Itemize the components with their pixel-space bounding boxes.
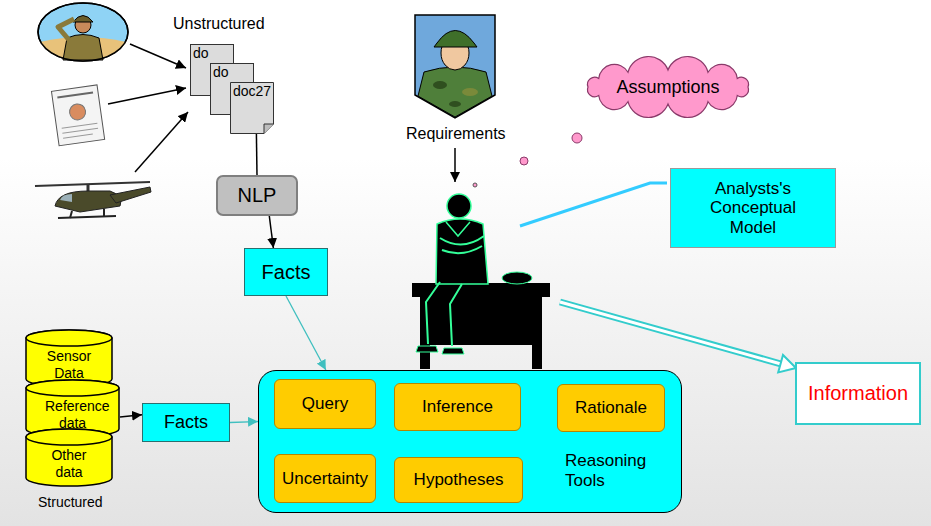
cylinder-body: [26, 429, 112, 486]
group-label: Structured: [38, 494, 103, 510]
helicopter-rotor: [35, 182, 150, 186]
newspaper-line: [62, 123, 98, 128]
node-text: Facts: [245, 261, 327, 284]
facts-box: Facts: [142, 403, 230, 442]
newspaper-line: [62, 128, 98, 133]
model-box: Analysts's Conceptual Model: [670, 168, 836, 248]
facts-box: Facts: [244, 248, 328, 296]
database-cylinder: Sensor Data: [25, 330, 113, 387]
analyst-collar: [446, 222, 470, 236]
thought-bubble: [473, 183, 477, 187]
helicopter-skid: [58, 216, 116, 218]
soldier-helmet: [73, 16, 93, 23]
soldier-sky: [38, 3, 128, 61]
hat: [502, 272, 532, 284]
tool-box: Hypotheses: [394, 457, 523, 503]
analyst-head: [447, 194, 471, 218]
cylinder-top: [26, 380, 119, 396]
helicopter-tail: [110, 187, 151, 203]
tool-panel: Reasoning Tools Query Inference RationaleUn…: [258, 370, 682, 513]
cylinder-body: [26, 330, 112, 387]
output-box: Information: [795, 362, 921, 425]
page-sheet: [231, 83, 274, 134]
leader-line: [520, 183, 667, 226]
node-text: Reasoning Tools: [565, 451, 665, 490]
analyst-leg: [450, 284, 462, 346]
commander-camo: [449, 101, 461, 107]
cylinder-top: [26, 330, 112, 346]
commander-shield: [415, 15, 495, 118]
newspaper-line: [57, 93, 93, 98]
newspaper-icon: [51, 85, 104, 146]
node-text: Sensor Data: [37, 348, 102, 380]
document-page: doc27: [230, 82, 274, 134]
connector-arrow: [230, 421, 258, 422]
page-fold: [264, 124, 274, 134]
tool-box: Query: [274, 379, 376, 429]
node-text: Information: [797, 382, 919, 405]
analyst-leg: [426, 282, 440, 344]
node-text: doc27: [233, 84, 271, 99]
cylinder-top: [26, 429, 112, 445]
newspaper-line: [63, 134, 93, 138]
node-text: Hypotheses: [395, 470, 522, 490]
database-cylinder: Other data: [25, 429, 113, 486]
analyst-arms: [440, 236, 484, 253]
connector-arrow: [286, 296, 326, 370]
newspaper-page: [51, 85, 104, 146]
tool-box: Uncertainty: [274, 454, 376, 503]
output-arrowhead: [778, 355, 796, 372]
connector-arrow: [256, 134, 258, 175]
source-arrow: [130, 44, 186, 68]
tool-box: Rationale: [557, 384, 665, 432]
commander-cap: [434, 31, 477, 48]
helicopter-strut: [103, 209, 105, 216]
node-text: Analysts's Conceptual Model: [697, 179, 809, 238]
group-label: Unstructured: [173, 15, 265, 33]
commander-camo: [462, 88, 478, 96]
analyst-torso: [436, 219, 488, 284]
source-arrow: [135, 112, 188, 172]
requirements-arrow: [454, 148, 456, 182]
node-text: NLP: [218, 184, 296, 207]
node-text: Reference data: [40, 398, 105, 430]
helicopter-body: [55, 191, 121, 212]
assumption-cloud: Assumptions: [580, 64, 756, 110]
node-text: do: [193, 46, 209, 61]
commander-uniform: [418, 67, 492, 117]
node-text: Uncertainty: [275, 469, 375, 489]
node-text: Assumptions: [580, 77, 756, 98]
desk-top: [412, 283, 550, 297]
thought-bubble: [572, 133, 582, 143]
tool-box: Inference: [394, 383, 521, 431]
node-text: Rationale: [558, 398, 664, 418]
analyst-shoe: [442, 348, 464, 354]
node-text: Other data: [37, 447, 102, 479]
thought-bubble: [520, 157, 528, 165]
source-arrow: [108, 88, 186, 104]
soldier-frame: [38, 3, 128, 61]
commander-camo: [433, 81, 447, 89]
output-arrow-inner: [560, 302, 781, 364]
helicopter-window: [60, 194, 72, 202]
analyst-shoe: [416, 346, 438, 352]
node-text: Inference: [395, 397, 520, 417]
connector-arrow: [120, 415, 142, 417]
process-box: NLP: [216, 175, 298, 216]
node-text: Query: [275, 394, 375, 414]
desk-leg: [532, 345, 542, 369]
helicopter-strut: [70, 211, 72, 218]
connector-arrow: [269, 216, 273, 248]
node-text: do: [213, 65, 229, 80]
desk-front: [420, 297, 542, 345]
newspaper-picture: [69, 103, 87, 121]
soldier-arm: [58, 19, 74, 40]
role-label: Requirements: [406, 125, 506, 143]
node-text: Facts: [143, 412, 229, 433]
output-arrow: [560, 302, 781, 364]
